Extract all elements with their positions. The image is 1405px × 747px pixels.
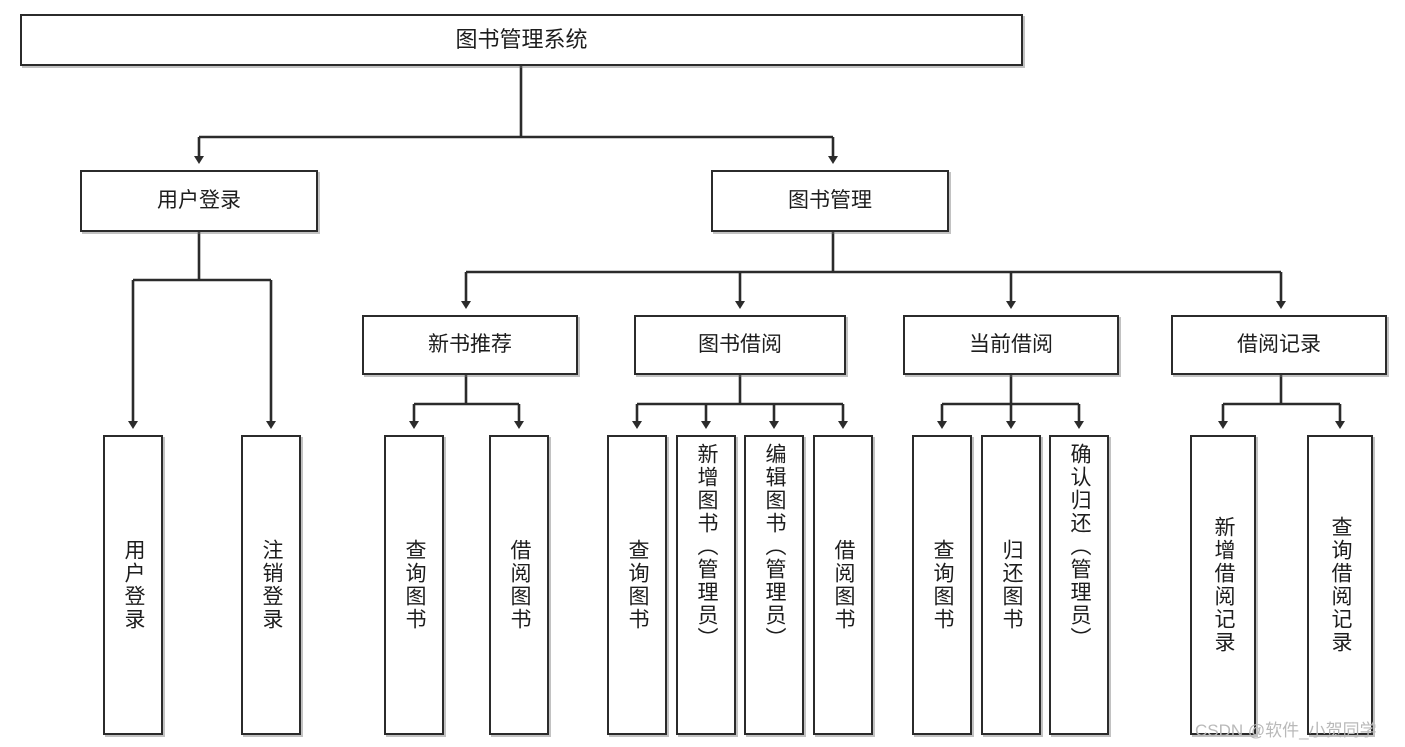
node-label: 查询图书 [931,539,955,631]
leaf-add-borrow-record[interactable]: 新增借阅记录 [1190,435,1256,735]
csdn-watermark: CSDN @软件_小贺同学 [1195,721,1377,740]
leaf-confirm-return-admin[interactable]: 确认归还（管理员） [1049,435,1109,735]
node-borrow-record[interactable]: 借阅记录 [1171,315,1387,375]
leaf-add-book-admin[interactable]: 新增图书（管理员） [676,435,736,735]
leaf-borrow-book-recommend[interactable]: 借阅图书 [489,435,549,735]
node-user-login[interactable]: 用户登录 [80,170,318,232]
leaf-edit-book-admin[interactable]: 编辑图书（管理员） [744,435,804,735]
node-label: 图书借阅 [698,332,782,356]
node-label: 用户登录 [122,539,146,631]
node-label: 查询图书 [626,539,650,631]
leaf-query-book-borrow[interactable]: 查询图书 [607,435,667,735]
node-new-book-recommend[interactable]: 新书推荐 [362,315,578,375]
node-label: 图书管理系统 [455,27,588,53]
leaf-borrow-book[interactable]: 借阅图书 [813,435,873,735]
node-label: 查询图书 [403,539,427,631]
node-current-borrow[interactable]: 当前借阅 [903,315,1119,375]
node-label: 借阅记录 [1237,332,1321,356]
node-label: 用户登录 [157,188,241,212]
node-label: 确认归还（管理员） [1068,443,1092,650]
node-label: 当前借阅 [969,332,1053,356]
leaf-logout[interactable]: 注销登录 [241,435,301,735]
node-label: 归还图书 [1000,539,1024,631]
node-book-borrow[interactable]: 图书借阅 [634,315,846,375]
node-label: 新增图书（管理员） [695,443,719,650]
node-label: 图书管理 [788,188,872,212]
node-label: 新增借阅记录 [1212,516,1236,654]
node-label: 查询借阅记录 [1329,516,1353,654]
node-book-management[interactable]: 图书管理 [711,170,949,232]
node-root-system[interactable]: 图书管理系统 [20,14,1023,66]
node-label: 编辑图书（管理员） [763,443,787,650]
leaf-query-borrow-record[interactable]: 查询借阅记录 [1307,435,1373,735]
leaf-user-login[interactable]: 用户登录 [103,435,163,735]
node-label: 新书推荐 [428,332,512,356]
leaf-return-book[interactable]: 归还图书 [981,435,1041,735]
leaf-query-book-recommend[interactable]: 查询图书 [384,435,444,735]
node-label: 借阅图书 [832,539,856,631]
leaf-query-book-current[interactable]: 查询图书 [912,435,972,735]
node-label: 注销登录 [260,539,284,631]
node-label: 借阅图书 [508,539,532,631]
